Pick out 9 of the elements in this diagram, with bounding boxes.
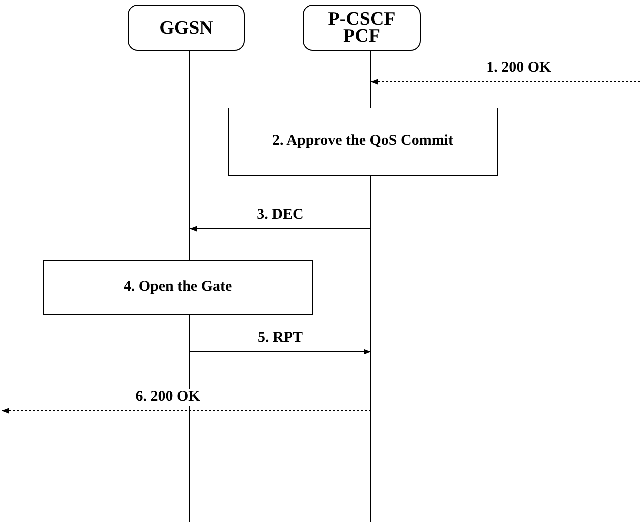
message-arrow [370,79,640,85]
message-arrow [190,349,372,355]
message-arrow [2,408,372,414]
participant-box: GGSN [128,5,245,51]
participant-box: P-CSCF PCF [303,5,421,51]
edge-label: 6. 200 OK [134,389,202,406]
process-box: 2. Approve the QoS Commit [228,108,498,176]
message-arrow [190,226,372,232]
process-box: 4. Open the Gate [43,260,313,315]
